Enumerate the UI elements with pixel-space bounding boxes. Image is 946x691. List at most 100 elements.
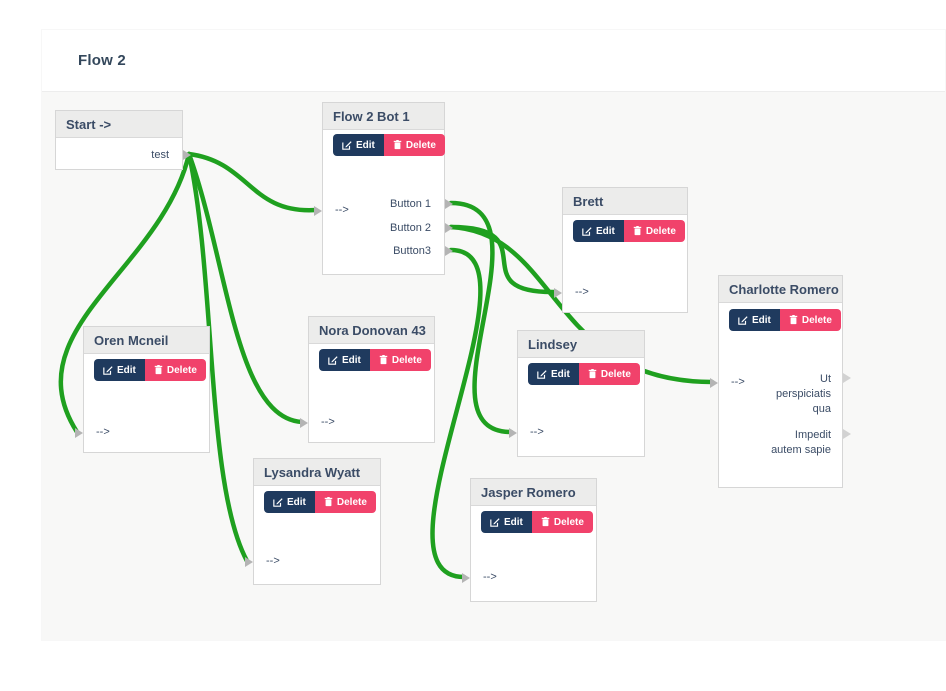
output-port-label: Impedit autem sapie	[771, 429, 831, 456]
connection-line[interactable]	[448, 200, 514, 435]
edit-button-label: Edit	[342, 354, 361, 366]
connection-line[interactable]	[186, 151, 250, 564]
node-title[interactable]: Nora Donovan 43	[309, 317, 434, 344]
input-port-label: -->	[575, 286, 589, 298]
delete-button-label: Delete	[801, 314, 832, 326]
edit-icon	[490, 518, 500, 527]
node-card-start[interactable]: Start ->test	[55, 110, 191, 170]
delete-button-label: Delete	[391, 354, 422, 366]
connection-line[interactable]	[448, 224, 715, 385]
node-actions: Edit Delete	[319, 349, 431, 371]
output-port-label: Button 2	[390, 222, 431, 234]
delete-button-label: Delete	[336, 496, 367, 508]
input-port-label: -->	[483, 571, 497, 583]
node-title[interactable]: Lindsey	[518, 331, 644, 358]
output-port-icon[interactable]	[445, 223, 453, 233]
input-port-icon[interactable]	[554, 288, 562, 298]
output-port-label: Ut perspiciatis qua	[775, 373, 831, 415]
delete-button[interactable]: Delete	[369, 349, 431, 371]
delete-icon	[393, 140, 402, 150]
delete-icon	[588, 369, 597, 379]
edit-icon	[103, 366, 113, 375]
delete-icon	[324, 497, 333, 507]
input-port-label: -->	[530, 426, 544, 438]
edit-icon	[537, 370, 547, 379]
connection-line[interactable]	[58, 151, 192, 435]
edit-icon	[342, 141, 352, 150]
output-port-icon[interactable]	[183, 150, 191, 160]
input-port-icon[interactable]	[710, 378, 718, 388]
input-port-label: -->	[266, 555, 280, 567]
input-port-icon[interactable]	[75, 428, 83, 438]
delete-button[interactable]: Delete	[383, 134, 445, 156]
edit-button-label: Edit	[551, 368, 570, 380]
node-title[interactable]: Flow 2 Bot 1	[323, 103, 444, 130]
delete-button[interactable]: Delete	[779, 309, 841, 331]
node-card-bot1[interactable]: Flow 2 Bot 1 Edit Delete --> Button 1 Button …	[314, 102, 453, 275]
node-actions: Edit Delete	[94, 359, 206, 381]
connection-line[interactable]	[448, 224, 559, 295]
connection-line[interactable]	[430, 247, 483, 580]
delete-button-label: Delete	[405, 139, 436, 151]
delete-button[interactable]: Delete	[531, 511, 593, 533]
edit-icon	[582, 227, 592, 236]
node-actions: Edit Delete	[264, 491, 376, 513]
node-title[interactable]: Oren Mcneil	[84, 327, 209, 354]
node-actions: Edit Delete	[528, 363, 640, 385]
edit-button[interactable]: Edit	[573, 220, 624, 242]
node-actions: Edit Delete	[729, 309, 841, 331]
delete-button[interactable]: Delete	[623, 220, 685, 242]
input-port-label: -->	[731, 376, 745, 388]
node-actions: Edit Delete	[573, 220, 685, 242]
delete-button-label: Delete	[645, 225, 676, 237]
node-actions: Edit Delete	[333, 134, 445, 156]
edit-button[interactable]: Edit	[94, 359, 145, 381]
output-port-icon[interactable]	[445, 199, 453, 209]
edit-button-label: Edit	[356, 139, 375, 151]
edit-icon	[738, 316, 748, 325]
input-port-icon[interactable]	[300, 418, 308, 428]
edit-button[interactable]: Edit	[319, 349, 370, 371]
node-title[interactable]: Lysandra Wyatt	[254, 459, 380, 486]
delete-icon	[379, 355, 388, 365]
delete-icon	[154, 365, 163, 375]
edit-button[interactable]: Edit	[729, 309, 780, 331]
input-port-icon[interactable]	[462, 573, 470, 583]
node-title[interactable]: Brett	[563, 188, 687, 215]
output-port-icon[interactable]	[843, 429, 851, 439]
edit-icon	[273, 498, 283, 507]
edit-button[interactable]: Edit	[264, 491, 315, 513]
node-title[interactable]: Charlotte Romero	[719, 276, 842, 303]
delete-button[interactable]: Delete	[578, 363, 640, 385]
edit-button[interactable]: Edit	[528, 363, 579, 385]
output-port-label: Button 1	[390, 198, 431, 210]
edit-button[interactable]: Edit	[481, 511, 532, 533]
node-title[interactable]: Jasper Romero	[471, 479, 596, 506]
input-port-label: -->	[335, 204, 349, 216]
delete-button[interactable]: Delete	[314, 491, 376, 513]
output-port-icon[interactable]	[445, 246, 453, 256]
connection-line[interactable]	[186, 151, 319, 213]
input-port-icon[interactable]	[509, 428, 517, 438]
edit-button-label: Edit	[596, 225, 615, 237]
input-port-icon[interactable]	[314, 206, 322, 216]
connection-line[interactable]	[186, 151, 305, 425]
delete-button[interactable]: Delete	[144, 359, 206, 381]
output-port-icon[interactable]	[843, 373, 851, 383]
node-title[interactable]: Start ->	[56, 111, 182, 138]
delete-button-label: Delete	[166, 364, 197, 376]
output-port-label: Button3	[393, 245, 431, 257]
input-port-label: -->	[96, 426, 110, 438]
edit-button-label: Edit	[752, 314, 771, 326]
edit-button[interactable]: Edit	[333, 134, 384, 156]
input-port-icon[interactable]	[245, 557, 253, 567]
